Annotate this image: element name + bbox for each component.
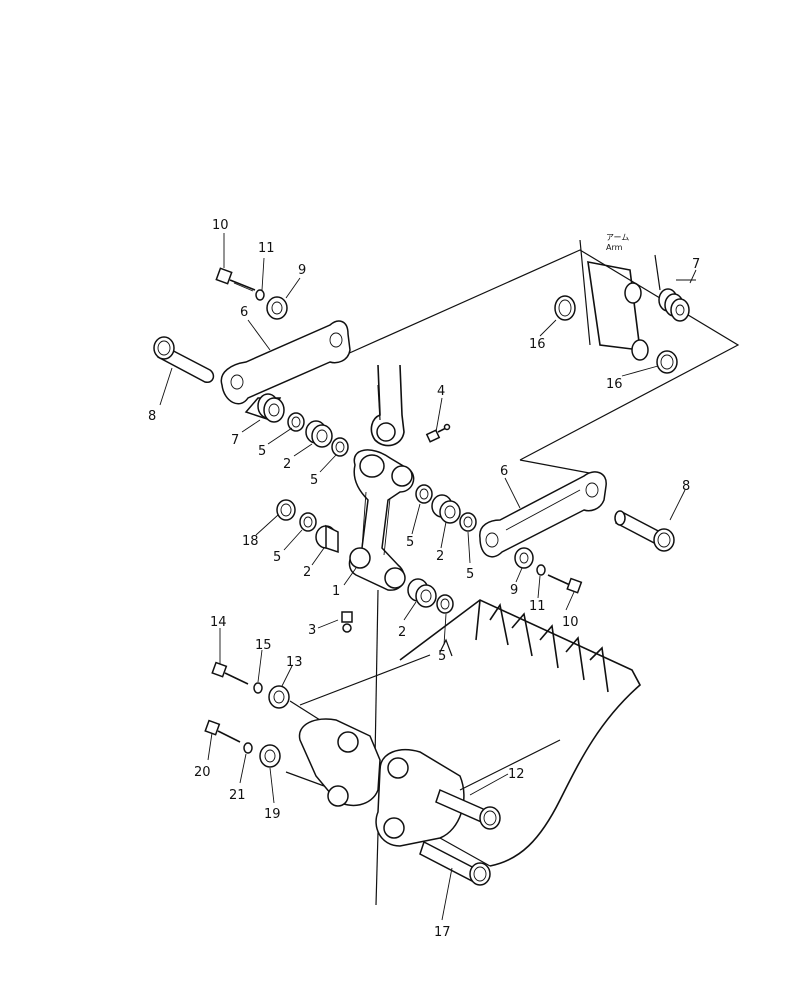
- pin: [435, 788, 501, 830]
- callout-16: 16: [529, 337, 546, 352]
- link-plate: [220, 320, 351, 405]
- bolt: [211, 661, 249, 685]
- callout-2: 2: [283, 457, 291, 472]
- bushing: [431, 494, 461, 524]
- callout-4: 4: [437, 384, 445, 399]
- shim-set: [244, 393, 285, 423]
- arm-bracket: アーム Arm: [587, 233, 649, 361]
- grease-fitting: [341, 611, 353, 633]
- callout-11: 11: [529, 599, 546, 614]
- callout-11: 11: [258, 241, 275, 256]
- callout-10: 10: [212, 218, 229, 233]
- callout-12: 12: [508, 767, 525, 782]
- dust-seal: [299, 512, 317, 532]
- callout-5: 5: [310, 473, 318, 488]
- callout-9: 9: [298, 263, 306, 278]
- callout-7: 7: [692, 257, 700, 272]
- callout-16: 16: [606, 377, 623, 392]
- callout-5: 5: [406, 535, 414, 550]
- dust-seal: [331, 437, 349, 457]
- washer: [536, 564, 546, 576]
- pin: [419, 840, 491, 886]
- callout-19: 19: [264, 807, 281, 822]
- bushing: [407, 578, 437, 608]
- callout-17: 17: [434, 925, 451, 940]
- callout-10: 10: [562, 615, 579, 630]
- bolt: [204, 719, 241, 743]
- callout-5: 5: [438, 649, 446, 664]
- bushing: [305, 420, 333, 448]
- arm-label-en: Arm: [606, 243, 623, 252]
- callout-leaders: [159, 233, 697, 921]
- arm-label-jp: アーム: [606, 233, 629, 242]
- bushing: [315, 524, 339, 554]
- shim-ring: [276, 499, 296, 521]
- callout-7: 7: [231, 433, 239, 448]
- callout-20: 20: [194, 765, 211, 780]
- callout-2: 2: [398, 625, 406, 640]
- collar: [259, 744, 281, 768]
- washer: [253, 682, 263, 694]
- callout-8: 8: [682, 479, 690, 494]
- callout-2: 2: [436, 549, 444, 564]
- dust-seal: [436, 594, 454, 614]
- link-plate: [479, 471, 607, 558]
- washer: [255, 289, 265, 301]
- callout-5: 5: [466, 567, 474, 582]
- callout-21: 21: [229, 788, 246, 803]
- bucket-link: [348, 449, 415, 591]
- callout-13: 13: [286, 655, 303, 670]
- callout-5: 5: [258, 444, 266, 459]
- shim-set: [658, 288, 690, 322]
- callout-14: 14: [210, 615, 227, 630]
- callout-labels: 10 11 9 6 8 7 5 2 5 4 16 7 16 6 8 18 5 2…: [148, 218, 700, 940]
- callout-6: 6: [500, 464, 508, 479]
- bolt: [547, 574, 583, 594]
- dust-seal: [415, 484, 433, 504]
- callout-18: 18: [242, 534, 259, 549]
- callout-15: 15: [255, 638, 272, 653]
- bolt: [215, 267, 256, 292]
- dust-seal: [287, 412, 305, 432]
- pin: [153, 336, 215, 383]
- collar: [268, 685, 290, 709]
- callout-1: 1: [332, 584, 340, 599]
- seal-ring: [656, 350, 678, 374]
- cylinder-rod-end: [370, 364, 405, 447]
- pin: [614, 510, 675, 552]
- bucket: [298, 599, 642, 867]
- collar: [266, 296, 288, 320]
- callout-2: 2: [303, 565, 311, 580]
- dust-seal: [459, 512, 477, 532]
- seal-ring: [554, 295, 576, 321]
- callout-3: 3: [308, 623, 316, 638]
- callout-5: 5: [273, 550, 281, 565]
- callout-9: 9: [510, 583, 518, 598]
- callout-8: 8: [148, 409, 156, 424]
- callout-6: 6: [240, 305, 248, 320]
- washer: [243, 742, 253, 754]
- grease-fitting: [425, 423, 451, 443]
- collar: [514, 547, 534, 569]
